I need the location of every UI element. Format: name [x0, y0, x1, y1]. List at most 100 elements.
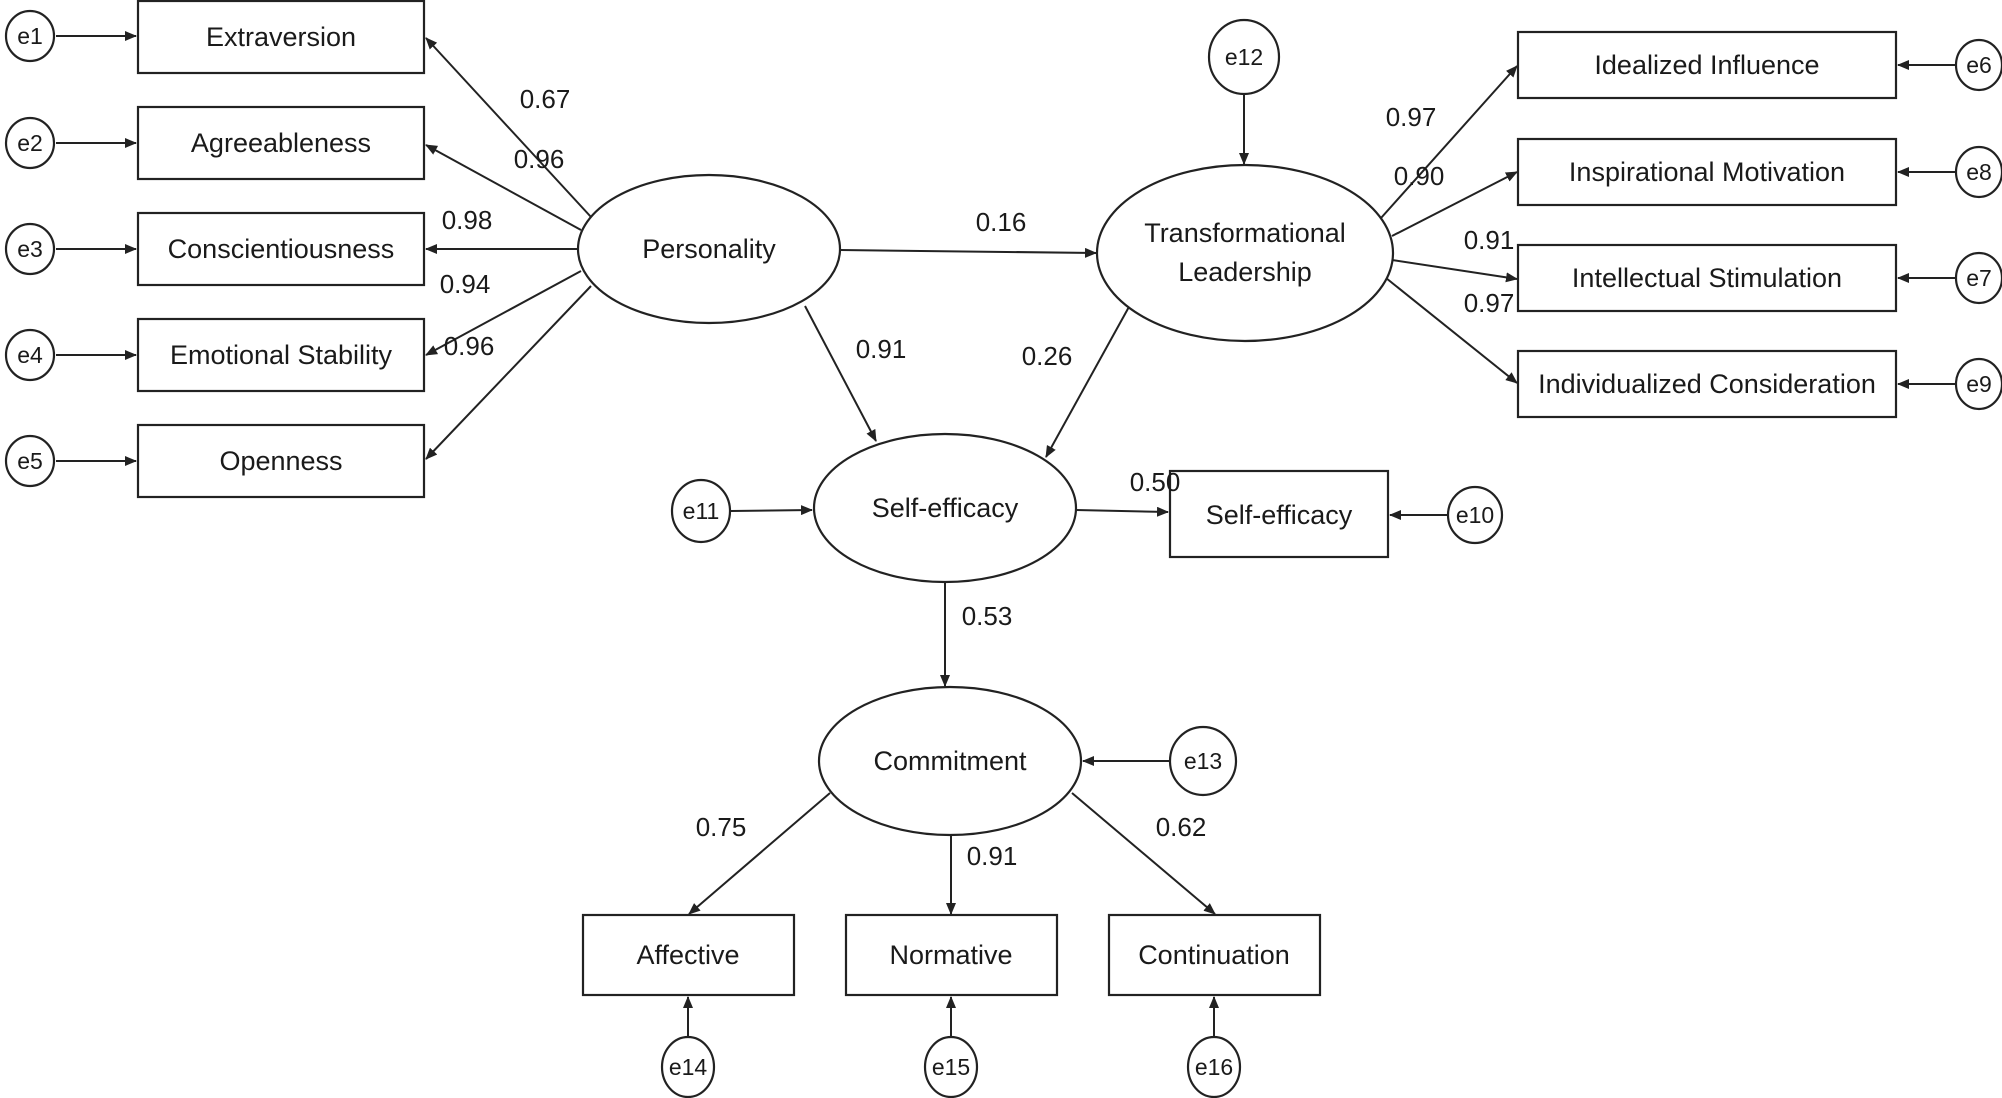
node-normative[interactable]: Normative [844, 913, 1059, 997]
extraversion-label: Extraversion [206, 22, 356, 52]
coef-selfefficacy-commitment: 0.53 [962, 601, 1013, 631]
left-errors: e1 e2 e3 e4 e5 [4, 9, 56, 488]
coef-personality-openness: 0.96 [444, 331, 495, 361]
idealized-influence-label: Idealized Influence [1594, 50, 1819, 80]
tl-label-line2: Leadership [1178, 257, 1312, 287]
coef-personality-tl: 0.16 [976, 207, 1027, 237]
edges [56, 31, 1956, 1037]
edge-tl-individualized [1385, 277, 1518, 384]
e7-label: e7 [1966, 265, 1992, 291]
intellectual-stimulation-label: Intellectual Stimulation [1572, 263, 1842, 293]
continuation-label: Continuation [1138, 940, 1290, 970]
coefficients: 0.67 0.96 0.98 0.94 0.96 0.16 0.91 0.26 … [440, 84, 1515, 871]
error-e2[interactable]: e2 [4, 116, 56, 170]
coef-commitment-continuation: 0.62 [1156, 812, 1207, 842]
e8-label: e8 [1966, 159, 1992, 185]
edge-personality-agreeableness [425, 144, 582, 231]
right-errors: e6 e8 e7 e9 [1954, 38, 2002, 411]
emotional-stability-label: Emotional Stability [170, 340, 393, 370]
tl-indicators: Idealized Influence Inspirational Motiva… [1516, 30, 1898, 419]
error-e4[interactable]: e4 [4, 328, 56, 382]
edge-selfefficacy-item [1075, 506, 1169, 517]
node-affective[interactable]: Affective [581, 913, 796, 997]
error-e11[interactable]: e11 [670, 478, 732, 544]
node-intellectual-stimulation[interactable]: Intellectual Stimulation [1516, 243, 1898, 313]
node-idealized-influence[interactable]: Idealized Influence [1516, 30, 1898, 100]
conscientiousness-label: Conscientiousness [168, 234, 395, 264]
commitment-indicators: Affective Normative Continuation [581, 913, 1322, 997]
coef-selfefficacy-item: 0.50 [1130, 467, 1181, 497]
coef-tl-individualized: 0.97 [1464, 288, 1515, 318]
node-conscientiousness[interactable]: Conscientiousness [136, 211, 426, 287]
e2-label: e2 [17, 130, 43, 156]
e16-label: e16 [1195, 1054, 1233, 1080]
personality-label: Personality [642, 234, 776, 264]
coef-personality-extraversion: 0.67 [520, 84, 571, 114]
e3-label: e3 [17, 236, 43, 262]
node-inspirational-motivation[interactable]: Inspirational Motivation [1516, 137, 1898, 207]
normative-label: Normative [889, 940, 1012, 970]
latent-selfefficacy[interactable]: Self-efficacy [812, 432, 1078, 584]
e15-label: e15 [932, 1054, 970, 1080]
error-e14[interactable]: e14 [660, 1035, 716, 1098]
inspirational-motivation-label: Inspirational Motivation [1569, 157, 1845, 187]
error-e8[interactable]: e8 [1954, 145, 2002, 199]
agreeableness-label: Agreeableness [191, 128, 371, 158]
edge-tl-intellectual [1391, 259, 1518, 283]
coef-commitment-normative: 0.91 [967, 841, 1018, 871]
coef-tl-inspirational: 0.90 [1394, 161, 1445, 191]
edge-commitment-affective [688, 792, 831, 915]
error-e1[interactable]: e1 [4, 9, 56, 63]
node-continuation[interactable]: Continuation [1107, 913, 1322, 997]
latent-transformational-leadership[interactable]: Transformational Leadership [1095, 163, 1395, 343]
error-e5[interactable]: e5 [4, 434, 56, 488]
latent-personality[interactable]: Personality [576, 173, 842, 325]
node-individualized-consideration[interactable]: Individualized Consideration [1516, 349, 1898, 419]
bottom-errors: e14 e15 e16 [660, 1035, 1242, 1098]
error-e9[interactable]: e9 [1954, 357, 2002, 411]
edge-tl-selfefficacy [1045, 304, 1131, 458]
e5-label: e5 [17, 448, 43, 474]
coef-personality-selfefficacy: 0.91 [856, 334, 907, 364]
error-e12[interactable]: e12 [1207, 18, 1281, 96]
e10-label: e10 [1456, 502, 1494, 528]
edge-commitment-continuation [1071, 792, 1216, 915]
e4-label: e4 [17, 342, 43, 368]
node-selfefficacy-item[interactable]: Self-efficacy [1168, 469, 1390, 559]
error-e15[interactable]: e15 [923, 1035, 979, 1098]
error-e6[interactable]: e6 [1954, 38, 2002, 92]
e9-label: e9 [1966, 371, 1992, 397]
error-e16[interactable]: e16 [1186, 1035, 1242, 1098]
edge-e11-selfefficacy [730, 505, 813, 516]
commitment-label: Commitment [873, 746, 1027, 776]
coef-tl-selfefficacy: 0.26 [1022, 341, 1073, 371]
edge-personality-openness [425, 285, 592, 460]
node-openness[interactable]: Openness [136, 423, 426, 499]
selfefficacy-item-label: Self-efficacy [1206, 500, 1353, 530]
selfefficacy-label: Self-efficacy [872, 493, 1019, 523]
openness-label: Openness [219, 446, 342, 476]
node-emotional-stability[interactable]: Emotional Stability [136, 317, 426, 393]
tl-label-line1: Transformational [1144, 218, 1346, 248]
error-e3[interactable]: e3 [4, 222, 56, 276]
e11-label: e11 [683, 498, 720, 524]
coef-personality-conscientiousness: 0.98 [442, 205, 493, 235]
error-e13[interactable]: e13 [1168, 725, 1238, 797]
node-agreeableness[interactable]: Agreeableness [136, 105, 426, 181]
coef-tl-intellectual: 0.91 [1464, 225, 1515, 255]
e14-label: e14 [669, 1054, 708, 1080]
error-e10[interactable]: e10 [1446, 485, 1504, 545]
coef-personality-emotional: 0.94 [440, 269, 491, 299]
error-e7[interactable]: e7 [1954, 251, 2002, 305]
edge-personality-emotional [425, 270, 582, 356]
edge-tl-inspirational [1391, 171, 1518, 237]
coef-commitment-affective: 0.75 [696, 812, 747, 842]
coef-tl-idealized: 0.97 [1386, 102, 1437, 132]
individualized-consideration-label: Individualized Consideration [1538, 369, 1876, 399]
latent-commitment[interactable]: Commitment [817, 685, 1083, 837]
edge-personality-tl [839, 247, 1097, 258]
edge-personality-extraversion [425, 37, 592, 218]
edge-personality-selfefficacy [804, 305, 877, 442]
node-extraversion[interactable]: Extraversion [136, 0, 426, 75]
